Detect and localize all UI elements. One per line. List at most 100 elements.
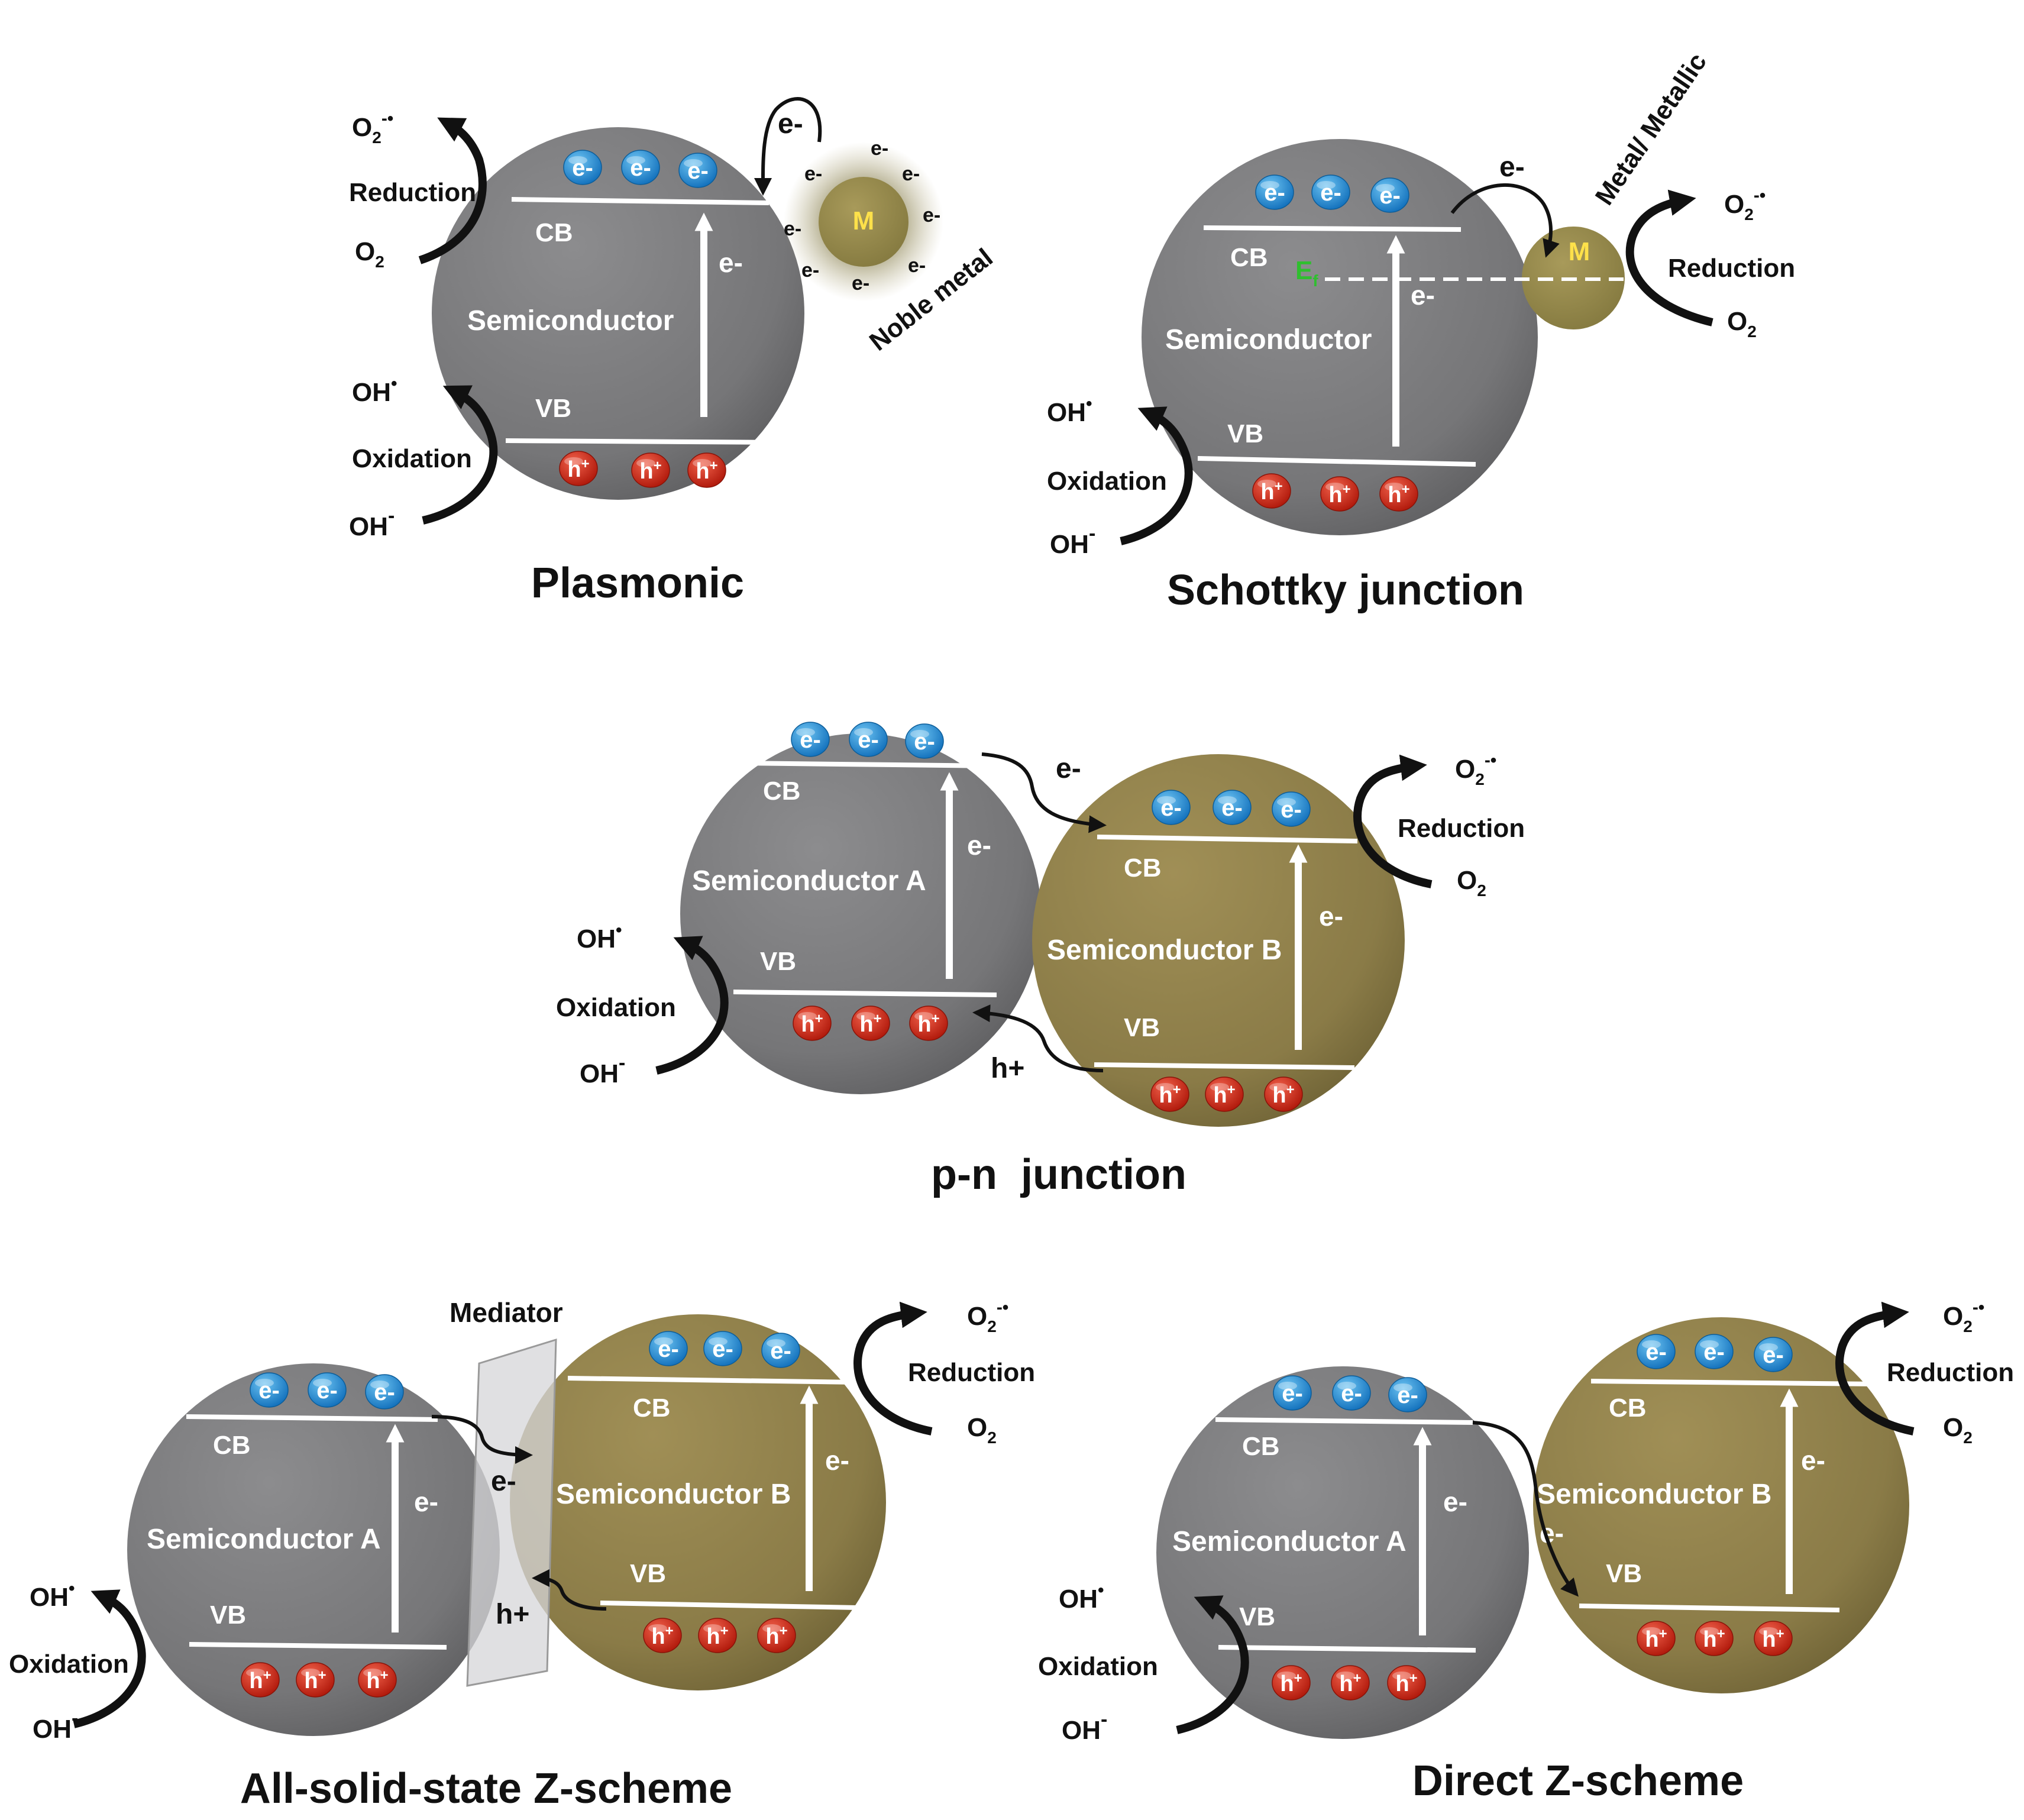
cb-label-a: CB	[763, 777, 801, 806]
semiconductor-a-label: Semiconductor A	[1172, 1526, 1407, 1557]
panel-title: All-solid-state Z-scheme	[240, 1765, 732, 1812]
reduction-label: Reduction	[1668, 254, 1795, 283]
oxidation-arrow	[73, 1589, 146, 1728]
oh-ion-label: OH-	[349, 505, 395, 541]
svg-text:e-: e-	[1264, 180, 1285, 206]
cb-electrons-b: e- e- e-	[649, 1331, 800, 1368]
oxidation-label: Oxidation	[9, 1650, 129, 1679]
cb-electrons: e- e- e-	[563, 150, 717, 188]
cb-line-a	[1215, 1417, 1473, 1425]
oxidation-label: Oxidation	[352, 444, 472, 473]
vb-label: VB	[535, 394, 571, 423]
svg-text:e-: e-	[1160, 795, 1182, 821]
mediator-label: Mediator	[450, 1297, 563, 1328]
svg-text:e-: e-	[1320, 180, 1341, 206]
svg-text:h+: h+	[304, 1667, 326, 1693]
svg-text:e-: e-	[1341, 1381, 1362, 1407]
vb-label-b: VB	[1124, 1013, 1160, 1042]
vb-label: VB	[1227, 419, 1263, 448]
reduction-label: Reduction	[908, 1358, 1035, 1387]
vb-holes-b: h+ h+ h+	[643, 1618, 796, 1653]
electron-injection-arrow	[754, 97, 822, 196]
noble-metal-particle	[819, 177, 908, 267]
svg-text:e-: e-	[770, 1338, 791, 1364]
svg-text:h+: h+	[1159, 1082, 1181, 1108]
reduction-label: Reduction	[1398, 814, 1525, 843]
vb-label-a: VB	[210, 1601, 246, 1630]
svg-text:e-: e-	[1379, 183, 1401, 209]
svg-text:e-: e-	[374, 1379, 395, 1405]
semiconductor-a-label: Semiconductor A	[147, 1524, 381, 1555]
oh-ion-label: OH-	[33, 1707, 78, 1744]
cb-electrons-b: e- e- e-	[1152, 790, 1311, 827]
transfer-electron-label: e-	[1499, 151, 1525, 183]
mediator-electron-label: e-	[491, 1466, 516, 1497]
hole-transfer-arrow	[972, 1004, 1104, 1072]
svg-text:h+: h+	[1213, 1082, 1235, 1108]
svg-text:e-: e-	[1645, 1339, 1667, 1365]
excited-electron-label-b: e-	[1801, 1445, 1825, 1476]
svg-text:h+: h+	[249, 1667, 271, 1693]
panel-plasmonic: M e- e- e- e- e- e- e- e- Noble metal CB…	[349, 97, 998, 607]
vb-label-b: VB	[630, 1559, 666, 1588]
svg-text:h+: h+	[1339, 1670, 1361, 1696]
oxidation-label: Oxidation	[556, 993, 676, 1022]
oxidation-arrow	[1120, 406, 1193, 545]
vb-line-b	[1579, 1604, 1840, 1612]
vb-line-a	[189, 1642, 447, 1650]
superoxide-label: O2-•	[1455, 751, 1496, 788]
svg-text:h+: h+	[1328, 481, 1350, 507]
cb-label-b: CB	[1609, 1394, 1647, 1423]
oxidation-label: Oxidation	[1047, 467, 1167, 496]
vb-label-a: VB	[760, 947, 796, 976]
panel-schottky: M Metal/ Metallic Ef CB VB e- Semiconduc…	[1047, 48, 1795, 614]
cb-line	[511, 197, 769, 205]
vb-line-b	[1094, 1062, 1355, 1070]
semiconductor-b-label: Semiconductor B	[1047, 935, 1282, 966]
svg-text:e-: e-	[1763, 1342, 1784, 1368]
metal-m-label: M	[1569, 237, 1590, 266]
vb-holes-b: h+ h+ h+	[1637, 1621, 1793, 1656]
svg-text:h+: h+	[1395, 1670, 1417, 1696]
panel-title: Schottky junction	[1167, 567, 1524, 614]
semiconductor-sphere	[1142, 139, 1538, 535]
oh-ion-label: OH-	[1050, 522, 1095, 559]
vb-label-a: VB	[1239, 1602, 1275, 1631]
semiconductor-a-sphere	[680, 733, 1041, 1094]
vb-line	[505, 438, 784, 445]
excited-electron-label-a: e-	[967, 830, 991, 861]
reduction-arrow	[1625, 189, 1713, 326]
panel-all-solid-state-z-scheme: Mediator CB VB e- Semiconductor A CB VB …	[9, 1297, 1035, 1812]
svg-text:e-: e-	[801, 259, 819, 282]
svg-text:e-: e-	[1221, 795, 1243, 821]
svg-text:h+: h+	[1388, 481, 1409, 507]
excited-electron-label-a: e-	[414, 1486, 438, 1517]
svg-text:e-: e-	[858, 727, 879, 753]
svg-text:h+: h+	[706, 1623, 728, 1649]
svg-text:h+: h+	[1280, 1670, 1302, 1696]
vb-holes-b: h+ h+ h+	[1150, 1077, 1303, 1112]
oh-radical-label: OH•	[1047, 394, 1092, 427]
mediator-hole-label: h+	[496, 1599, 529, 1630]
oxidation-arrow	[1176, 1595, 1249, 1734]
panel-title: Direct Z-scheme	[1412, 1757, 1744, 1805]
vb-line-b	[600, 1601, 858, 1610]
svg-text:e-: e-	[1397, 1382, 1418, 1408]
z-scheme-transfer-arrow	[1472, 1421, 1579, 1597]
cb-line-b	[567, 1376, 858, 1385]
excited-electron-label-b: e-	[1319, 901, 1343, 932]
svg-text:h+: h+	[1762, 1626, 1784, 1652]
cb-line-b	[1590, 1379, 1878, 1386]
svg-text:h+: h+	[1703, 1626, 1725, 1652]
svg-text:h+: h+	[859, 1011, 881, 1037]
injected-electron-label: e-	[778, 108, 803, 140]
transfer-electron-label: e-	[1056, 753, 1081, 784]
reduction-arrow	[853, 1301, 933, 1436]
svg-text:e-: e-	[871, 137, 888, 160]
cb-label-a: CB	[213, 1431, 251, 1460]
cb-line-a	[186, 1414, 438, 1422]
vb-holes-a: h+ h+ h+	[1272, 1665, 1426, 1701]
svg-text:e-: e-	[852, 272, 869, 295]
svg-text:e-: e-	[800, 727, 821, 753]
svg-text:h+: h+	[651, 1623, 673, 1649]
